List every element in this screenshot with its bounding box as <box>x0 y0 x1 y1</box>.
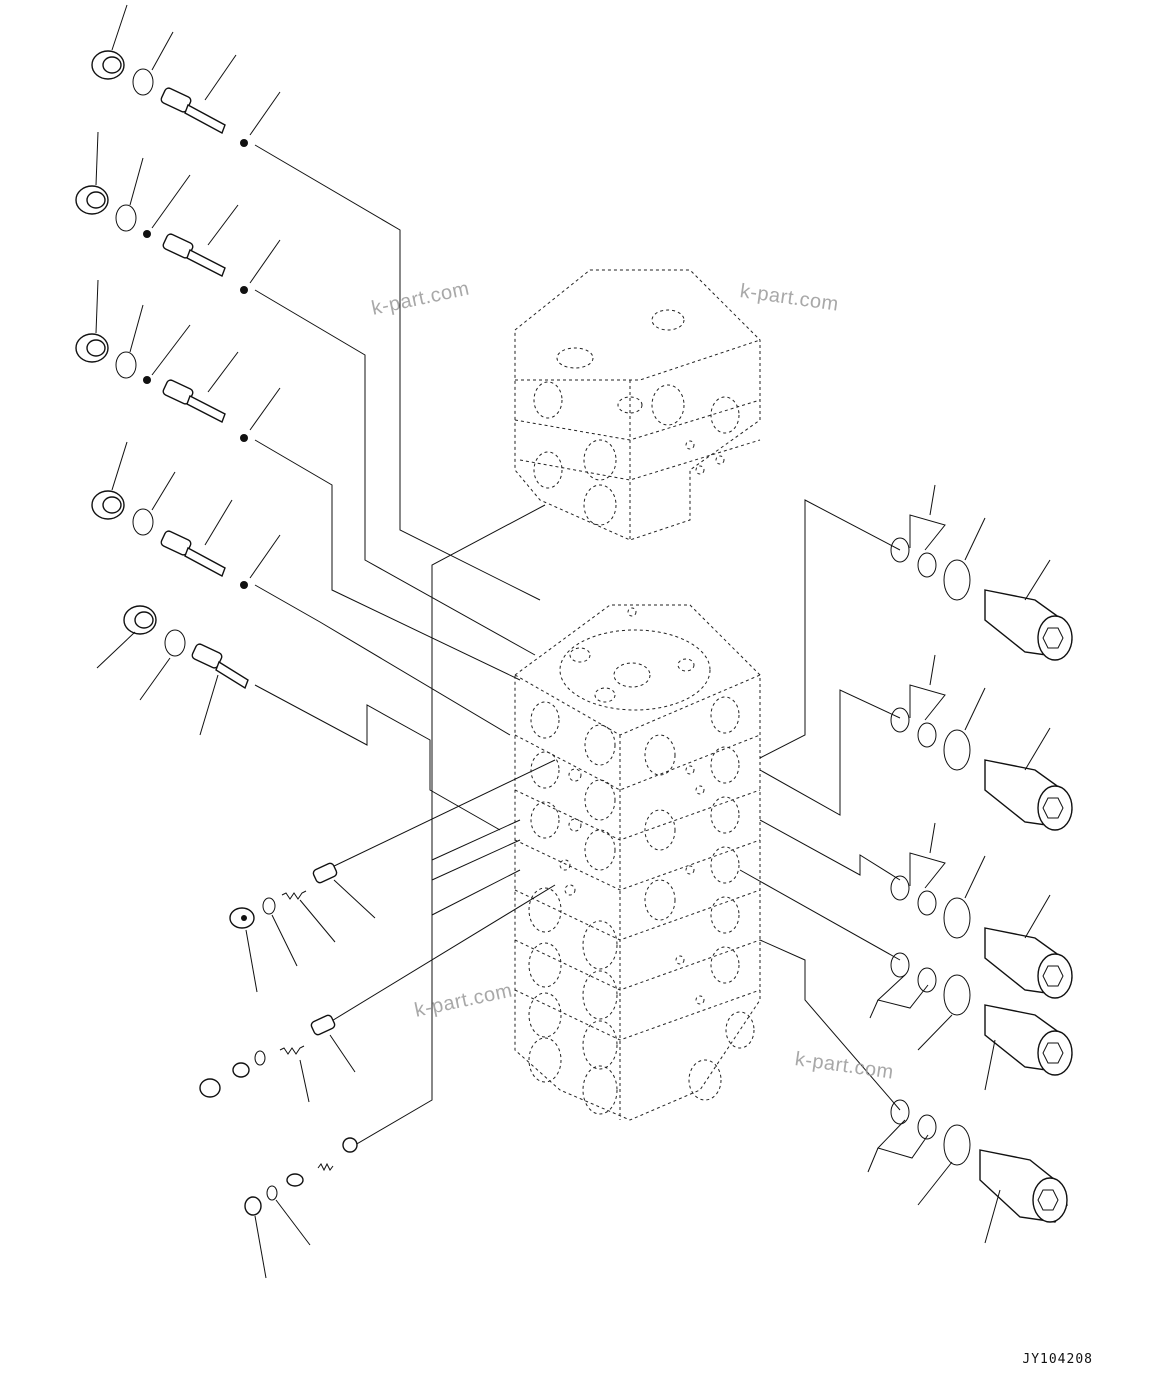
main-valve-body <box>514 604 761 1121</box>
plug-group <box>244 1137 358 1279</box>
spool-group-3 <box>75 279 281 442</box>
leader-lines <box>254 144 901 1146</box>
upper-valve-body <box>514 269 761 541</box>
relief-valve-group-4 <box>869 952 1073 1091</box>
relief-valve-group-1 <box>890 484 1073 661</box>
check-valve-group-2 <box>199 1014 356 1103</box>
spool-group-5 <box>96 605 249 736</box>
spool-group-1 <box>91 4 281 147</box>
spool-group-2 <box>75 131 281 294</box>
relief-valve-group-3 <box>890 822 1073 999</box>
drawing-id-label: JY104208 <box>1022 1352 1093 1367</box>
check-valve-group-1 <box>229 862 376 993</box>
relief-valve-group-2 <box>890 654 1073 831</box>
relief-valve-group-5 <box>867 1099 1068 1244</box>
spool-group-4 <box>91 441 281 589</box>
